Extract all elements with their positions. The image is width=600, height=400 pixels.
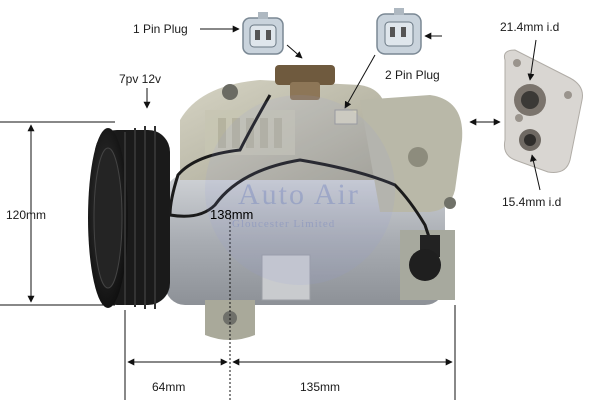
port-flange-plate: [504, 49, 583, 173]
watermark-location: Gloucester Limited: [232, 218, 336, 230]
wiring-harness: [168, 65, 441, 281]
large-port-label: 21.4mm i.d: [500, 20, 560, 34]
one-pin-plug-connector: [242, 12, 284, 55]
dimension-annotations: [0, 25, 541, 400]
two-pin-plug-connector: [376, 8, 422, 55]
pulley-offset-label: 64mm: [152, 380, 186, 394]
pulley-spec-label: 7pv 12v: [119, 72, 162, 86]
pulley: [88, 126, 170, 309]
small-port-label: 15.4mm i.d: [502, 195, 562, 209]
two-pin-plug-label: 2 Pin Plug: [385, 68, 440, 82]
height-dimension-label: 120mm: [6, 208, 47, 222]
mount-spacing-label: 135mm: [300, 380, 341, 394]
length-dimension-label: 138mm: [210, 207, 254, 222]
watermark-brand: Auto Air: [238, 178, 360, 211]
watermark-circle: [205, 95, 395, 285]
one-pin-plug-label: 1 Pin Plug: [133, 22, 188, 36]
